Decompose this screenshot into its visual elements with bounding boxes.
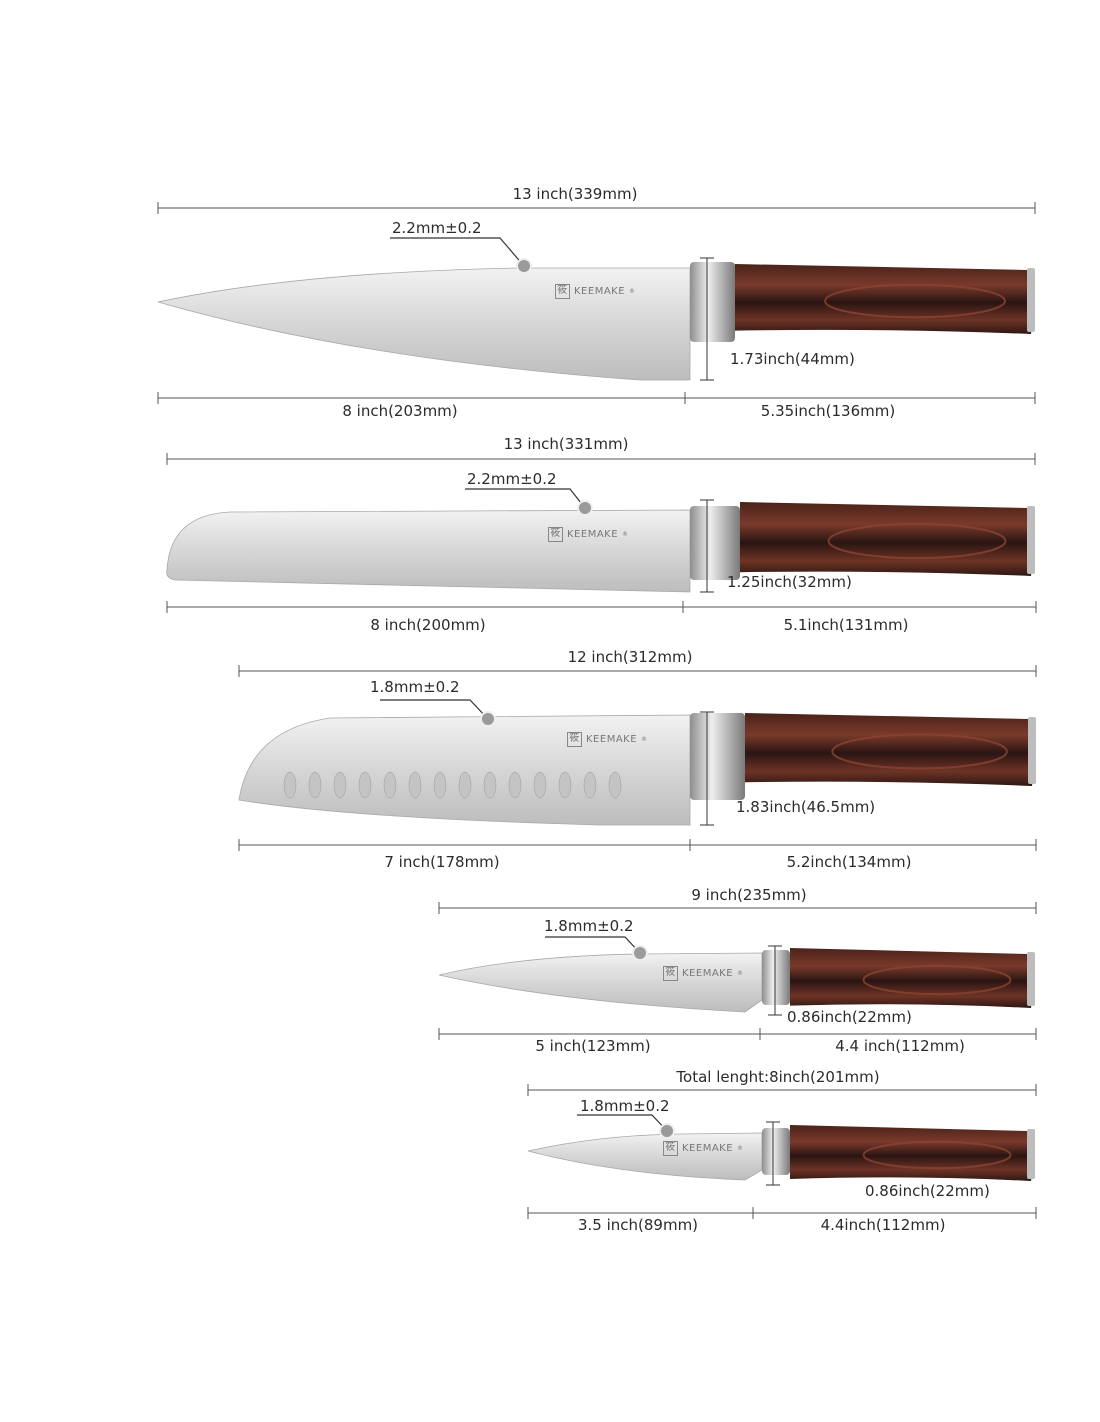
santoku-knife-granton-dimple: [308, 771, 322, 799]
santoku-knife-thickness-marker-dot: [480, 711, 496, 727]
registered-mark: ®: [641, 736, 648, 743]
brand-name: KEEMAKE: [682, 1143, 734, 1154]
chef-knife-thickness-label: 2.2mm±0.2: [392, 219, 482, 237]
utility-knife-thickness-marker-dot: [632, 945, 648, 961]
bread-knife-end-cap: [1027, 506, 1035, 574]
paring-knife-blade-length-label: 3.5 inch(89mm): [577, 1216, 699, 1234]
chef-knife-handle: [735, 264, 1035, 334]
brand-mark-icon: 筱: [663, 1141, 678, 1156]
santoku-knife-height-label: 1.83inch(46.5mm): [736, 798, 876, 816]
santoku-knife-granton-dimple: [408, 771, 422, 799]
chef-knife-thickness-leader: [390, 237, 525, 267]
utility-knife-handle: [790, 948, 1035, 1008]
paring-knife-handle-wood-grain: [862, 1140, 1012, 1170]
registered-mark: ®: [737, 970, 744, 977]
santoku-knife-granton-dimple: [358, 771, 372, 799]
paring-knife-height-label: 0.86inch(22mm): [865, 1182, 990, 1200]
brand-mark-icon: 筱: [567, 732, 582, 747]
brand-name: KEEMAKE: [682, 968, 734, 979]
utility-knife-handle-length-label: 4.4 inch(112mm): [835, 1037, 965, 1055]
santoku-knife-granton-dimple: [508, 771, 522, 799]
utility-knife-height-label: 0.86inch(22mm): [787, 1008, 912, 1026]
paring-knife-bolster: [762, 1128, 790, 1175]
brand-mark-icon: 筱: [555, 284, 570, 299]
santoku-knife-blade: [238, 714, 691, 826]
santoku-knife-blade-length-label: 7 inch(178mm): [384, 853, 500, 871]
santoku-knife-granton-dimple: [283, 771, 297, 799]
santoku-knife-handle-length-label: 5.2inch(134mm): [786, 853, 912, 871]
paring-knife-end-cap: [1027, 1129, 1035, 1179]
bread-knife-blade-length-label: 8 inch(200mm): [370, 616, 486, 634]
paring-knife-total-length-label: Total lenght:8inch(201mm): [676, 1068, 880, 1086]
santoku-knife-bolster: [690, 713, 745, 800]
registered-mark: ®: [622, 531, 629, 538]
utility-knife-bolster: [762, 950, 790, 1005]
utility-knife-blade-length-label: 5 inch(123mm): [535, 1037, 651, 1055]
santoku-knife-granton-dimple: [558, 771, 572, 799]
chef-knife-total-length-label: 13 inch(339mm): [512, 185, 638, 203]
paring-knife-blade: [527, 1132, 763, 1181]
santoku-knife-granton-dimple: [433, 771, 447, 799]
brand-mark-icon: 筱: [663, 966, 678, 981]
utility-knife-total-length-label: 9 inch(235mm): [691, 886, 807, 904]
brand-name: KEEMAKE: [586, 734, 638, 745]
paring-knife-thickness-marker-dot: [659, 1123, 675, 1139]
bread-knife-bolster: [690, 506, 740, 580]
chef-knife-end-cap: [1027, 268, 1035, 332]
bread-knife-blade: [166, 509, 691, 593]
utility-knife-handle-wood-grain: [862, 964, 1012, 996]
paring-knife-handle: [790, 1125, 1035, 1181]
bread-knife-handle-length-label: 5.1inch(131mm): [783, 616, 909, 634]
chef-knife-blade-length-label: 8 inch(203mm): [342, 402, 458, 420]
bread-knife-total-length-label: 13 inch(331mm): [503, 435, 629, 453]
utility-knife-thickness-label: 1.8mm±0.2: [544, 917, 634, 935]
bread-knife-handle-wood-grain: [827, 522, 1007, 560]
paring-knife-brand-logo: 筱 KEEMAKE®: [663, 1141, 744, 1156]
chef-knife-bolster: [690, 262, 735, 342]
paring-knife-handle-length-label: 4.4inch(112mm): [820, 1216, 946, 1234]
bread-knife-thickness-marker-dot: [577, 500, 593, 516]
bread-knife-brand-logo: 筱 KEEMAKE®: [548, 527, 629, 542]
santoku-knife-granton-dimple: [383, 771, 397, 799]
paring-knife-thickness-label: 1.8mm±0.2: [580, 1097, 670, 1115]
bread-knife-handle: [740, 502, 1035, 576]
chef-knife-height-label: 1.73inch(44mm): [730, 350, 855, 368]
bread-knife-thickness-leader: [465, 488, 586, 509]
utility-knife-brand-logo: 筱 KEEMAKE®: [663, 966, 744, 981]
brand-mark-icon: 筱: [548, 527, 563, 542]
bread-knife-thickness-label: 2.2mm±0.2: [467, 470, 557, 488]
utility-knife-thickness-leader: [545, 936, 641, 954]
paring-knife-thickness-leader: [577, 1114, 668, 1132]
brand-name: KEEMAKE: [574, 286, 626, 297]
chef-knife-brand-logo: 筱 KEEMAKE®: [555, 284, 636, 299]
santoku-knife-thickness-label: 1.8mm±0.2: [370, 678, 460, 696]
santoku-knife-handle: [745, 713, 1036, 786]
santoku-knife-granton-dimple: [583, 771, 597, 799]
santoku-knife-brand-logo: 筱 KEEMAKE®: [567, 732, 648, 747]
santoku-knife-thickness-leader: [380, 699, 489, 720]
santoku-knife-granton-dimple: [608, 771, 622, 799]
santoku-knife-granton-dimple: [533, 771, 547, 799]
santoku-knife-granton-dimple: [333, 771, 347, 799]
chef-knife-handle-length-label: 5.35inch(136mm): [760, 402, 896, 420]
brand-name: KEEMAKE: [567, 529, 619, 540]
utility-knife-end-cap: [1027, 952, 1035, 1006]
chef-knife-handle-wood-grain: [824, 283, 1006, 319]
registered-mark: ®: [629, 288, 636, 295]
santoku-knife-handle-wood-grain: [831, 733, 1008, 770]
chef-knife-thickness-marker-dot: [516, 258, 532, 274]
chef-knife-blade: [157, 267, 691, 381]
santoku-knife-granton-dimple: [458, 771, 472, 799]
santoku-knife-end-cap: [1028, 717, 1036, 784]
bread-knife-height-label: 1.25inch(32mm): [727, 573, 852, 591]
santoku-knife-granton-dimple: [483, 771, 497, 799]
utility-knife-blade: [438, 952, 763, 1013]
santoku-knife-total-length-label: 12 inch(312mm): [567, 648, 693, 666]
registered-mark: ®: [737, 1145, 744, 1152]
